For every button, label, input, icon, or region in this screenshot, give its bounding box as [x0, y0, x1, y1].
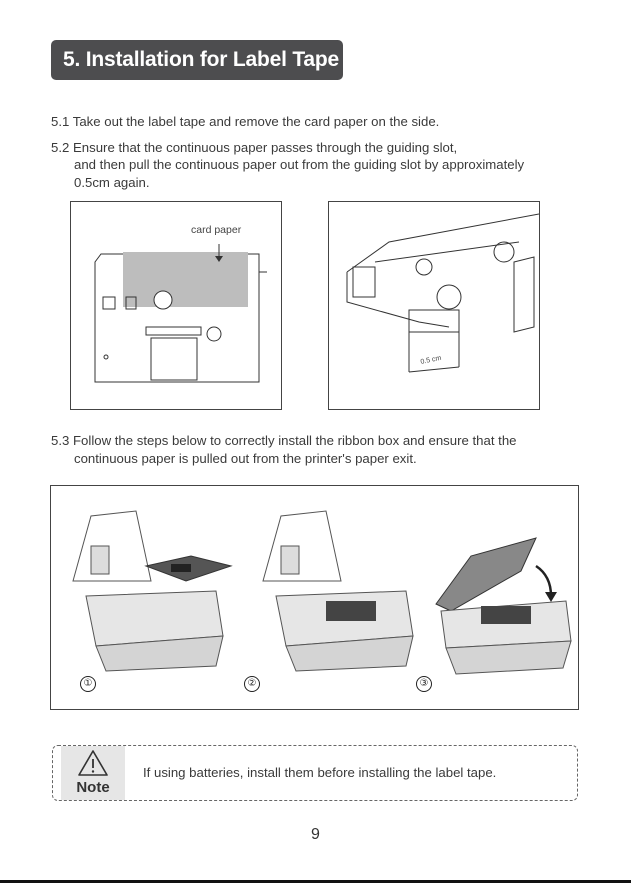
step-marker-2: ②	[244, 676, 260, 692]
note-badge: Note	[61, 746, 125, 800]
step-marker-3: ③	[416, 676, 432, 692]
step-5-3-line-2: continuous paper is pulled out from the …	[74, 451, 417, 466]
figure-paper-guide: 0.5 cm	[328, 201, 540, 410]
printer-step-1	[72, 510, 233, 672]
note-box: Note If using batteries, install them be…	[52, 745, 578, 801]
section-title: 5. Installation for Label Tape	[51, 40, 343, 80]
page-number: 9	[311, 826, 320, 843]
step-5-1: 5.1 Take out the label tape and remove t…	[51, 114, 440, 129]
step-5-2-line-2: and then pull the continuous paper out f…	[74, 157, 525, 172]
figure-card-paper: card paper	[70, 201, 282, 410]
step-marker-1: ①	[80, 676, 96, 692]
measure-label: 0.5 cm	[420, 355, 442, 366]
bottom-rule	[0, 880, 631, 883]
figure-install-steps: ① ② ③	[50, 485, 579, 710]
printer-steps-illustration	[72, 510, 572, 675]
step-5-2-line-3: 0.5cm again.	[74, 175, 150, 190]
card-paper-label: card paper	[191, 224, 242, 236]
cassette-card-paper-illustration: card paper	[94, 224, 267, 383]
note-label: Note	[76, 779, 110, 796]
printer-step-3	[435, 537, 572, 675]
card-paper-shape	[123, 252, 248, 307]
printer-step-2	[262, 510, 414, 672]
note-text: If using batteries, install them before …	[143, 765, 497, 780]
close-arrow-icon	[535, 564, 553, 597]
step-5-3-line-1: 5.3 Follow the steps below to correctly …	[51, 433, 517, 448]
step-5-2-line-1: 5.2 Ensure that the continuous paper pas…	[51, 140, 458, 155]
cassette-paper-slot-illustration: 0.5 cm	[346, 213, 539, 373]
warning-triangle-icon	[78, 750, 108, 776]
